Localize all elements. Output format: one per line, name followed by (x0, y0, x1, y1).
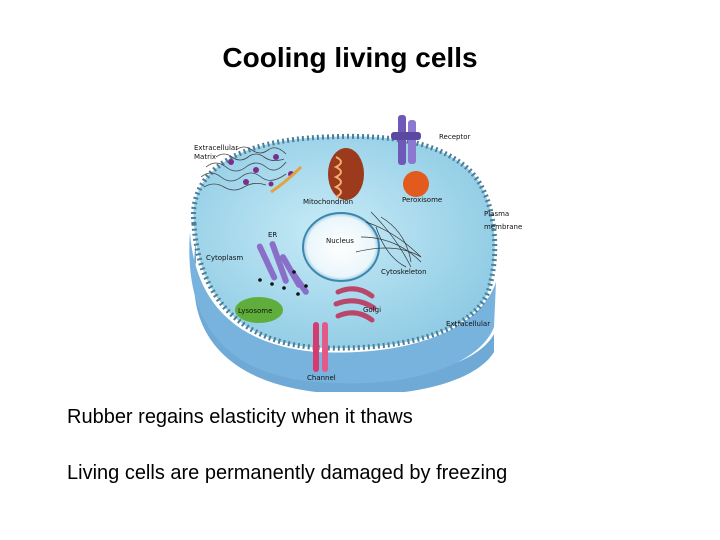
matrix-proteins (228, 154, 294, 187)
endoplasmic-reticulum (256, 241, 309, 295)
label-plasma-line1: Plasma (484, 210, 509, 218)
extracellular-matrix (200, 146, 287, 191)
label-nucleus: Nucleus (326, 237, 354, 245)
label-channel: Channel (307, 374, 336, 382)
label-er: ER (268, 231, 277, 239)
slide-title: Cooling living cells (222, 42, 478, 73)
channel (313, 322, 328, 372)
bullet-text-2: Living cells are permanently damaged by … (67, 462, 508, 484)
label-matrix-line1: Extracellular (194, 144, 238, 152)
label-mitochondrion: Mitochondrion (303, 198, 353, 206)
label-extracellular: Extracellular (446, 320, 490, 328)
cell-diagram-svg: Receptor Extracellular Matrix Mitochondr… (189, 115, 522, 395)
label-receptor: Receptor (439, 133, 470, 141)
lysosome (235, 297, 283, 323)
nucleus (302, 212, 380, 282)
mitochondrion (328, 148, 364, 200)
receptor (391, 115, 421, 165)
label-peroxisome: Peroxisome (402, 196, 442, 204)
label-matrix-line2: Matrix (194, 153, 216, 161)
label-cytoskeleton: Cytoskeleton (381, 268, 427, 276)
peroxisome (403, 171, 429, 197)
golgi-apparatus (333, 286, 377, 323)
label-lysosome: Lysosome (238, 307, 272, 315)
cell-diagram: Receptor Extracellular Matrix Mitochondr… (176, 112, 556, 395)
label-plasma-line2: membrane (484, 223, 522, 231)
cell-base-body (189, 232, 496, 384)
bullet-text-1: Rubber regains elasticity when it thaws (67, 406, 413, 428)
label-golgi: Golgi (363, 306, 381, 314)
ribosomes (258, 270, 308, 296)
label-cytoplasm: Cytoplasm (206, 254, 243, 262)
cytoskeleton (355, 211, 422, 268)
matrix-strand (270, 165, 303, 194)
